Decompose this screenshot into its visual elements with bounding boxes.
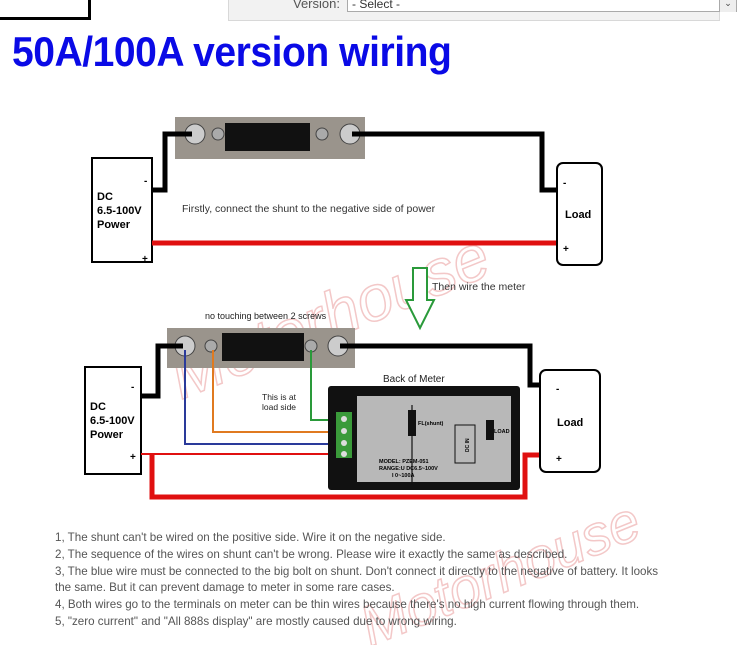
meter-load-label: LOAD [494,429,510,435]
meter-label [357,396,511,482]
red-wire [149,452,540,500]
version-select[interactable]: - Select - ⌄ [347,0,737,12]
load-minus: - [556,384,559,395]
version-bar: Version: - Select - ⌄ [228,0,737,21]
corner-line-vertical [88,0,91,20]
power-minus: - [131,382,134,393]
load-label: Load [557,417,583,429]
note-4: 4, Both wires go to the terminals on met… [55,598,640,612]
meter-range-i: I 0~100A [392,473,415,479]
load-box [556,162,603,266]
chevron-down-icon[interactable]: ⌄ [719,0,736,12]
load-label: Load [565,209,591,221]
power-voltage: 6.5-100V [90,415,135,427]
blue-wire [184,350,345,445]
terminal-block [336,412,352,458]
power-label: DC [90,401,106,413]
power-label-2: Power [97,219,131,231]
down-arrow-icon [404,267,436,331]
note-3: 3, The blue wire must be connected to th… [55,564,659,578]
power-label: DC [97,191,113,203]
note-1: 1, The shunt can't be wired on the posit… [55,531,446,544]
meter-dcin-label: DC IN [465,438,471,452]
load-side-note-2: load side [262,402,296,412]
load-side-note: This is at [262,392,297,402]
black-wire [152,131,192,193]
orange-wire [212,350,345,433]
power-voltage: 6.5-100V [97,205,142,217]
meter-shunt-label: FL(shunt) [418,421,444,427]
meter-title: Back of Meter [383,374,445,385]
note-3-cont: the same. But it can prevent damage to m… [55,581,395,595]
power-box [91,157,153,263]
load-plus: + [563,244,569,255]
note-2: 2, The sequence of the wires on shunt ca… [55,547,568,561]
corner-line [0,17,90,20]
power-minus: - [144,176,147,187]
meter-model: MODEL: PZEM-051 [379,459,429,465]
diagram-1: DC 6.5-100V Power - + Load - + Firstly, … [91,117,603,266]
version-select-value: - Select - [352,0,401,11]
power-plus: + [130,452,136,463]
load-plus: + [556,454,562,465]
wiring-notes: 1, The shunt can't be wired on the posit… [55,530,658,631]
version-label: Version: [293,0,340,11]
black-wire-load [352,131,557,193]
load-minus: - [563,178,566,189]
diagram-2: no touching between 2 screws DC 6.5-100V… [84,311,601,500]
power-plus: + [142,254,148,265]
no-touch-note: no touching between 2 screws [205,311,327,321]
note-5: 5, "zero current" and "All 888s display"… [55,614,457,628]
power-box-2 [84,366,142,475]
black-wire [141,343,183,399]
power-label-2: Power [90,429,124,441]
shunt-bar [225,123,310,151]
step2-caption: Then wire the meter [432,281,526,293]
load-box-2 [539,369,601,473]
meter-range-u: RANGE:U DC6.5~100V [379,466,438,472]
black-wire-load [340,343,540,388]
step1-caption: Firstly, connect the shunt to the negati… [182,203,436,215]
page-title: 50A/100A version wiring [12,28,452,75]
